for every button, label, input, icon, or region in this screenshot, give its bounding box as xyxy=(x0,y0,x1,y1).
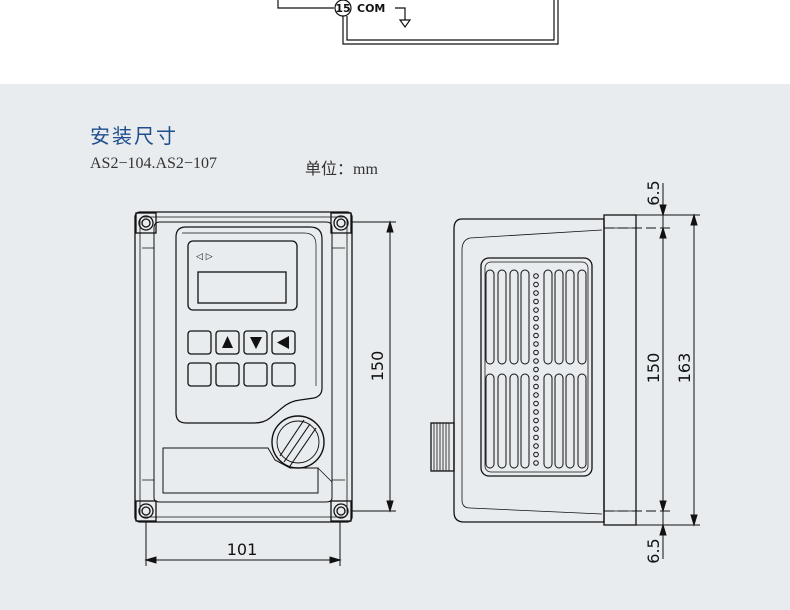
outline-box-inner xyxy=(346,0,555,41)
vent-slot xyxy=(509,269,519,365)
unit-label: 单位：mm xyxy=(305,161,378,178)
lower-cover xyxy=(162,447,319,494)
vent-dot xyxy=(533,273,539,279)
control-panel xyxy=(175,226,323,424)
outline-box xyxy=(342,0,559,45)
side-knob xyxy=(430,422,455,472)
front-height-dimension xyxy=(352,220,396,513)
knob-outer xyxy=(271,415,325,469)
vent-slots xyxy=(485,269,587,469)
vent-dot xyxy=(533,324,539,330)
vent-slot xyxy=(577,269,587,365)
vent-dot xyxy=(533,332,539,339)
knob-grip xyxy=(279,419,317,467)
front-height-value: 150 xyxy=(368,351,387,382)
vent-dot xyxy=(533,417,539,424)
vent-dots xyxy=(533,273,539,466)
vent-slot xyxy=(497,269,507,365)
ground-symbol xyxy=(398,19,412,29)
vent-dot xyxy=(533,341,539,347)
front-outer-shell xyxy=(134,211,353,523)
front-width-dimension xyxy=(144,522,342,566)
mounting-hole-tl xyxy=(135,212,157,234)
margin-bottom-value: 6.5 xyxy=(644,538,663,563)
mounting-hole-tr xyxy=(330,212,352,234)
indicator-arrows-icon: ◁ ▷ xyxy=(196,252,213,262)
wire-line xyxy=(277,0,334,9)
down-arrow-icon xyxy=(250,337,262,349)
vent-dot xyxy=(533,409,539,415)
wiring-fragment xyxy=(277,0,559,45)
vent-dot xyxy=(533,315,539,322)
front-view xyxy=(134,211,353,523)
vent-dot xyxy=(533,426,539,432)
left-arrow-icon xyxy=(277,336,289,349)
terminal-number: 15 xyxy=(335,2,350,15)
vent-dot xyxy=(533,392,539,398)
arrow-key-glyphs xyxy=(222,336,289,349)
mounting-hole-br xyxy=(330,500,352,522)
vent-slot xyxy=(520,373,530,469)
vent-dot xyxy=(533,400,539,407)
vent-slot xyxy=(485,373,495,469)
key-left-frame xyxy=(271,330,296,355)
key-blank xyxy=(187,330,212,355)
installation-section xyxy=(0,84,790,610)
vent-slot xyxy=(543,373,553,469)
vent-slot xyxy=(543,269,553,365)
vent-dot xyxy=(533,307,539,313)
wiring-area xyxy=(0,0,790,84)
vent-dot xyxy=(533,358,539,364)
side-inner-height-value: 150 xyxy=(644,353,663,384)
terminal-label: COM xyxy=(357,2,385,15)
ground-wire xyxy=(395,7,406,20)
front-width-value: 101 xyxy=(227,540,258,559)
vent-dot xyxy=(533,460,539,466)
side-total-height-value: 163 xyxy=(675,353,694,384)
vent-slot xyxy=(485,269,495,365)
up-arrow-icon xyxy=(222,336,233,348)
vent-slot xyxy=(497,373,507,469)
model-label: AS2−104.AS2−107 xyxy=(90,155,217,172)
side-body xyxy=(453,218,605,523)
vent-slot xyxy=(554,373,564,469)
vent-slot xyxy=(509,373,519,469)
margin-top-value: 6.5 xyxy=(644,180,663,205)
vent-dot xyxy=(533,298,539,305)
section-title: 安装尺寸 xyxy=(90,124,178,148)
vent-dot xyxy=(533,451,539,458)
vent-slot xyxy=(577,373,587,469)
vent-dot xyxy=(533,366,539,373)
vent-dot xyxy=(533,375,539,381)
vent-slot xyxy=(520,269,530,365)
vent-dot xyxy=(533,290,539,296)
vent-slot xyxy=(565,269,575,365)
side-flange xyxy=(603,214,637,526)
vent-dot xyxy=(533,443,539,449)
vent-dot xyxy=(533,349,539,356)
vent-slot xyxy=(565,373,575,469)
vent-dot xyxy=(533,383,539,390)
side-dimensions xyxy=(604,183,700,559)
key-down-frame xyxy=(243,330,268,355)
side-view xyxy=(430,214,637,526)
mounting-hole-bl xyxy=(135,500,157,522)
display-frame xyxy=(187,240,298,311)
key-up-frame xyxy=(215,330,240,355)
lcd-screen xyxy=(197,271,287,304)
vent-dot xyxy=(533,434,539,441)
vent-grille-outer xyxy=(480,257,593,477)
vent-slot xyxy=(554,269,564,365)
vent-dot xyxy=(533,281,539,288)
